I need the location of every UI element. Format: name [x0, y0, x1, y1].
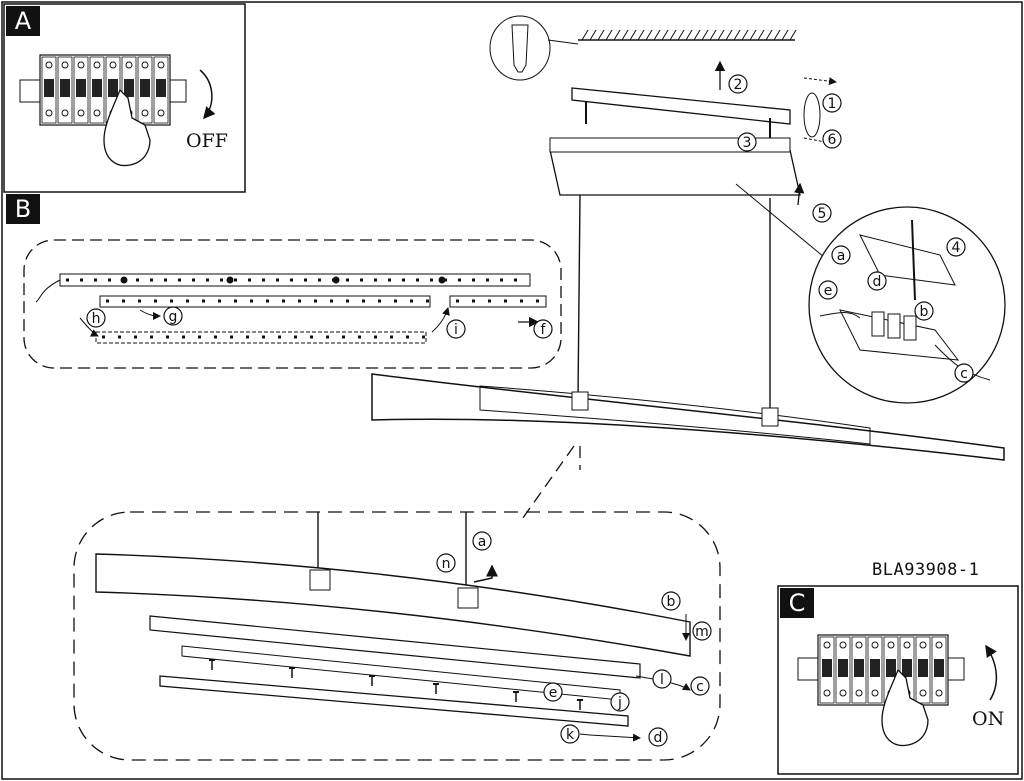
panel-a — [3, 3, 246, 193]
step-marker-6-text: 6 — [828, 132, 837, 148]
part-marker-e-text: e — [824, 283, 833, 299]
part-marker-l-text: l — [660, 672, 664, 688]
panel-label-c: C — [780, 588, 814, 618]
step-marker-6: 6 — [822, 129, 842, 149]
panel-label-a: A — [6, 6, 40, 36]
part-marker-k: k — [560, 724, 580, 744]
panel-label-b: B — [6, 194, 40, 224]
part-marker-a-bottom-text: a — [478, 534, 487, 550]
part-marker-c-bottom: c — [690, 676, 710, 696]
part-marker-d-text: d — [873, 274, 882, 290]
off-label: OFF — [186, 130, 228, 152]
breaker-block-off — [19, 54, 187, 126]
hand-icon — [881, 668, 929, 747]
panel-c — [777, 585, 1019, 775]
step-marker-5-text: 5 — [818, 206, 827, 222]
led-strip-bottom — [95, 331, 427, 344]
part-marker-e: e — [818, 280, 838, 300]
part-marker-a: a — [831, 245, 851, 265]
part-marker-i-text: i — [454, 322, 458, 338]
step-marker-2-text: 2 — [734, 77, 743, 93]
step-marker-3-text: 3 — [743, 135, 752, 151]
ceiling-mount-assembly — [489, 15, 837, 414]
step-marker-4: 4 — [946, 237, 966, 257]
part-marker-n: n — [436, 553, 456, 573]
mounting-bracket — [571, 87, 791, 125]
lamp-shade-panel — [95, 553, 691, 657]
part-marker-d: d — [867, 271, 887, 291]
part-marker-i: i — [446, 319, 466, 339]
part-marker-h: h — [86, 308, 106, 328]
part-marker-e-bottom: e — [543, 682, 563, 702]
part-marker-c: c — [954, 363, 974, 383]
part-marker-n-text: n — [442, 556, 451, 572]
part-marker-d-bottom-text: d — [654, 730, 663, 746]
part-marker-m-text: m — [695, 624, 709, 640]
wall-plug-icon — [511, 24, 529, 73]
part-marker-l: l — [652, 669, 672, 689]
step-marker-1-text: 1 — [828, 96, 837, 112]
on-label: ON — [972, 708, 1005, 730]
part-marker-k-text: k — [566, 727, 575, 743]
step-marker-3: 3 — [737, 132, 757, 152]
part-marker-a-text: a — [837, 248, 846, 264]
breaker-block-on — [797, 634, 965, 706]
part-marker-j-text: j — [617, 695, 622, 711]
part-marker-c-bottom-text: c — [696, 679, 704, 695]
part-marker-m: m — [692, 621, 712, 641]
product-code: BLA93908-1 — [872, 560, 980, 580]
led-strip-top — [59, 273, 531, 287]
part-marker-c-text: c — [960, 366, 968, 382]
step-marker-5: 5 — [812, 203, 832, 223]
rotate-down-arrow-icon — [199, 69, 216, 120]
terminal-detail — [808, 206, 1006, 404]
lamp-body — [371, 373, 1005, 461]
step-marker-2: 2 — [728, 74, 748, 94]
step-marker-4-text: 4 — [952, 240, 961, 256]
part-marker-g-text: g — [169, 309, 178, 325]
ceiling-canopy — [549, 149, 801, 196]
part-marker-e-bottom-text: e — [549, 685, 558, 701]
part-marker-b-bottom-text: b — [667, 594, 676, 610]
step-marker-1: 1 — [822, 93, 842, 113]
part-marker-d-bottom: d — [648, 727, 668, 747]
rotate-up-arrow-icon — [985, 644, 998, 701]
part-marker-b: b — [914, 301, 934, 321]
part-marker-b-bottom: b — [661, 591, 681, 611]
part-marker-f-text: f — [541, 322, 547, 338]
part-marker-h-text: h — [92, 311, 101, 327]
led-strip-middle — [99, 295, 547, 308]
part-marker-a-bottom: a — [472, 531, 492, 551]
base-rail — [159, 675, 629, 727]
hand-icon — [103, 88, 151, 167]
diffuser-profile — [149, 615, 641, 679]
exploded-view — [73, 511, 721, 761]
part-marker-g: g — [163, 306, 183, 326]
part-marker-j: j — [610, 692, 630, 712]
part-marker-f: f — [533, 319, 553, 339]
part-marker-b-text: b — [920, 304, 929, 320]
panel-b — [23, 239, 562, 369]
